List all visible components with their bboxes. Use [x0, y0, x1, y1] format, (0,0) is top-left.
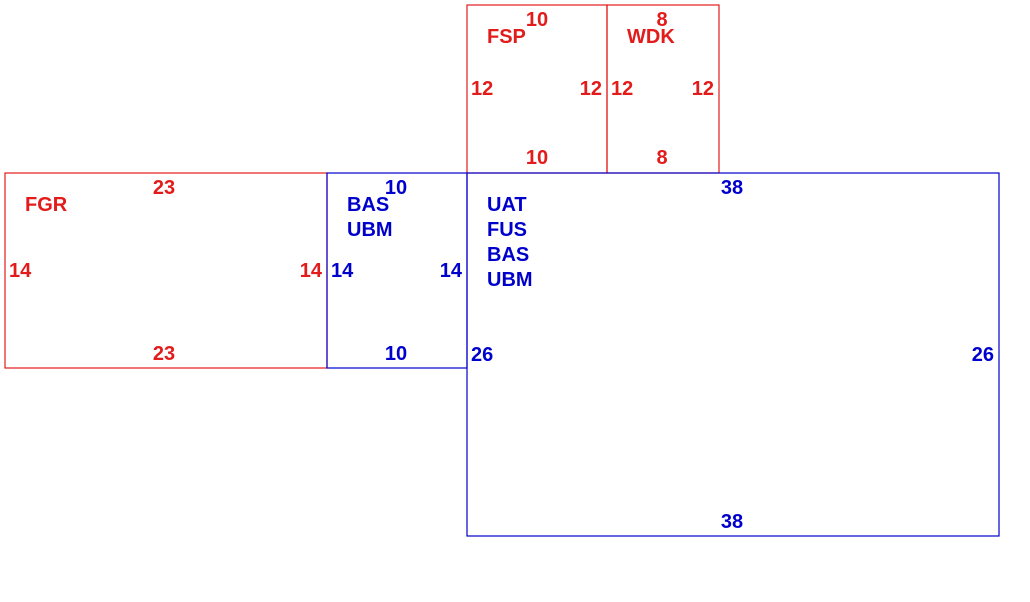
box-fsp: FSP 10 10 12 12	[466, 4, 608, 174]
box-wdk-right-dim: 12	[692, 78, 714, 100]
box-uat-outline	[466, 172, 1000, 537]
box-wdk-top-dim: 8	[656, 9, 667, 31]
box-fsp-left-dim: 12	[471, 78, 493, 100]
box-fgr-name: FGR	[25, 194, 68, 216]
box-wdk: WDK 8 8 12 12	[606, 4, 720, 174]
box-bas-bottom-dim: 10	[385, 343, 407, 365]
box-fgr-left-dim: 14	[9, 260, 32, 282]
box-wdk-name: WDK	[627, 26, 675, 48]
box-fsp-name: FSP	[487, 26, 526, 48]
box-fgr-top-dim: 23	[153, 177, 175, 199]
box-uat-top-dim: 38	[721, 177, 743, 199]
box-fgr-bottom-dim: 23	[153, 343, 175, 365]
box-bas-left-dim: 14	[331, 260, 354, 282]
box-uat-name-1: UAT	[487, 194, 527, 216]
box-fsp-bottom-dim: 10	[526, 147, 548, 169]
box-bas-name-1: BAS	[347, 194, 389, 216]
box-uat-name-2: FUS	[487, 219, 527, 241]
box-bas-top-dim: 10	[385, 177, 407, 199]
box-wdk-left-dim: 12	[611, 78, 633, 100]
box-fgr: FGR 23 23 14 14	[4, 172, 328, 369]
box-bas: BAS UBM 10 10 14 14	[326, 172, 468, 369]
box-fgr-right-dim: 14	[300, 260, 323, 282]
box-fsp-right-dim: 12	[580, 78, 602, 100]
box-bas-name-2: UBM	[347, 219, 393, 241]
box-uat: UAT FUS BAS UBM 38 38 26 26	[466, 172, 1000, 537]
box-uat-left-dim: 26	[471, 344, 493, 366]
box-uat-name-4: UBM	[487, 269, 533, 291]
box-fsp-top-dim: 10	[526, 9, 548, 31]
box-bas-right-dim: 14	[440, 260, 463, 282]
box-uat-bottom-dim: 38	[721, 511, 743, 533]
box-uat-name-3: BAS	[487, 244, 529, 266]
box-uat-right-dim: 26	[972, 344, 994, 366]
box-wdk-bottom-dim: 8	[656, 147, 667, 169]
